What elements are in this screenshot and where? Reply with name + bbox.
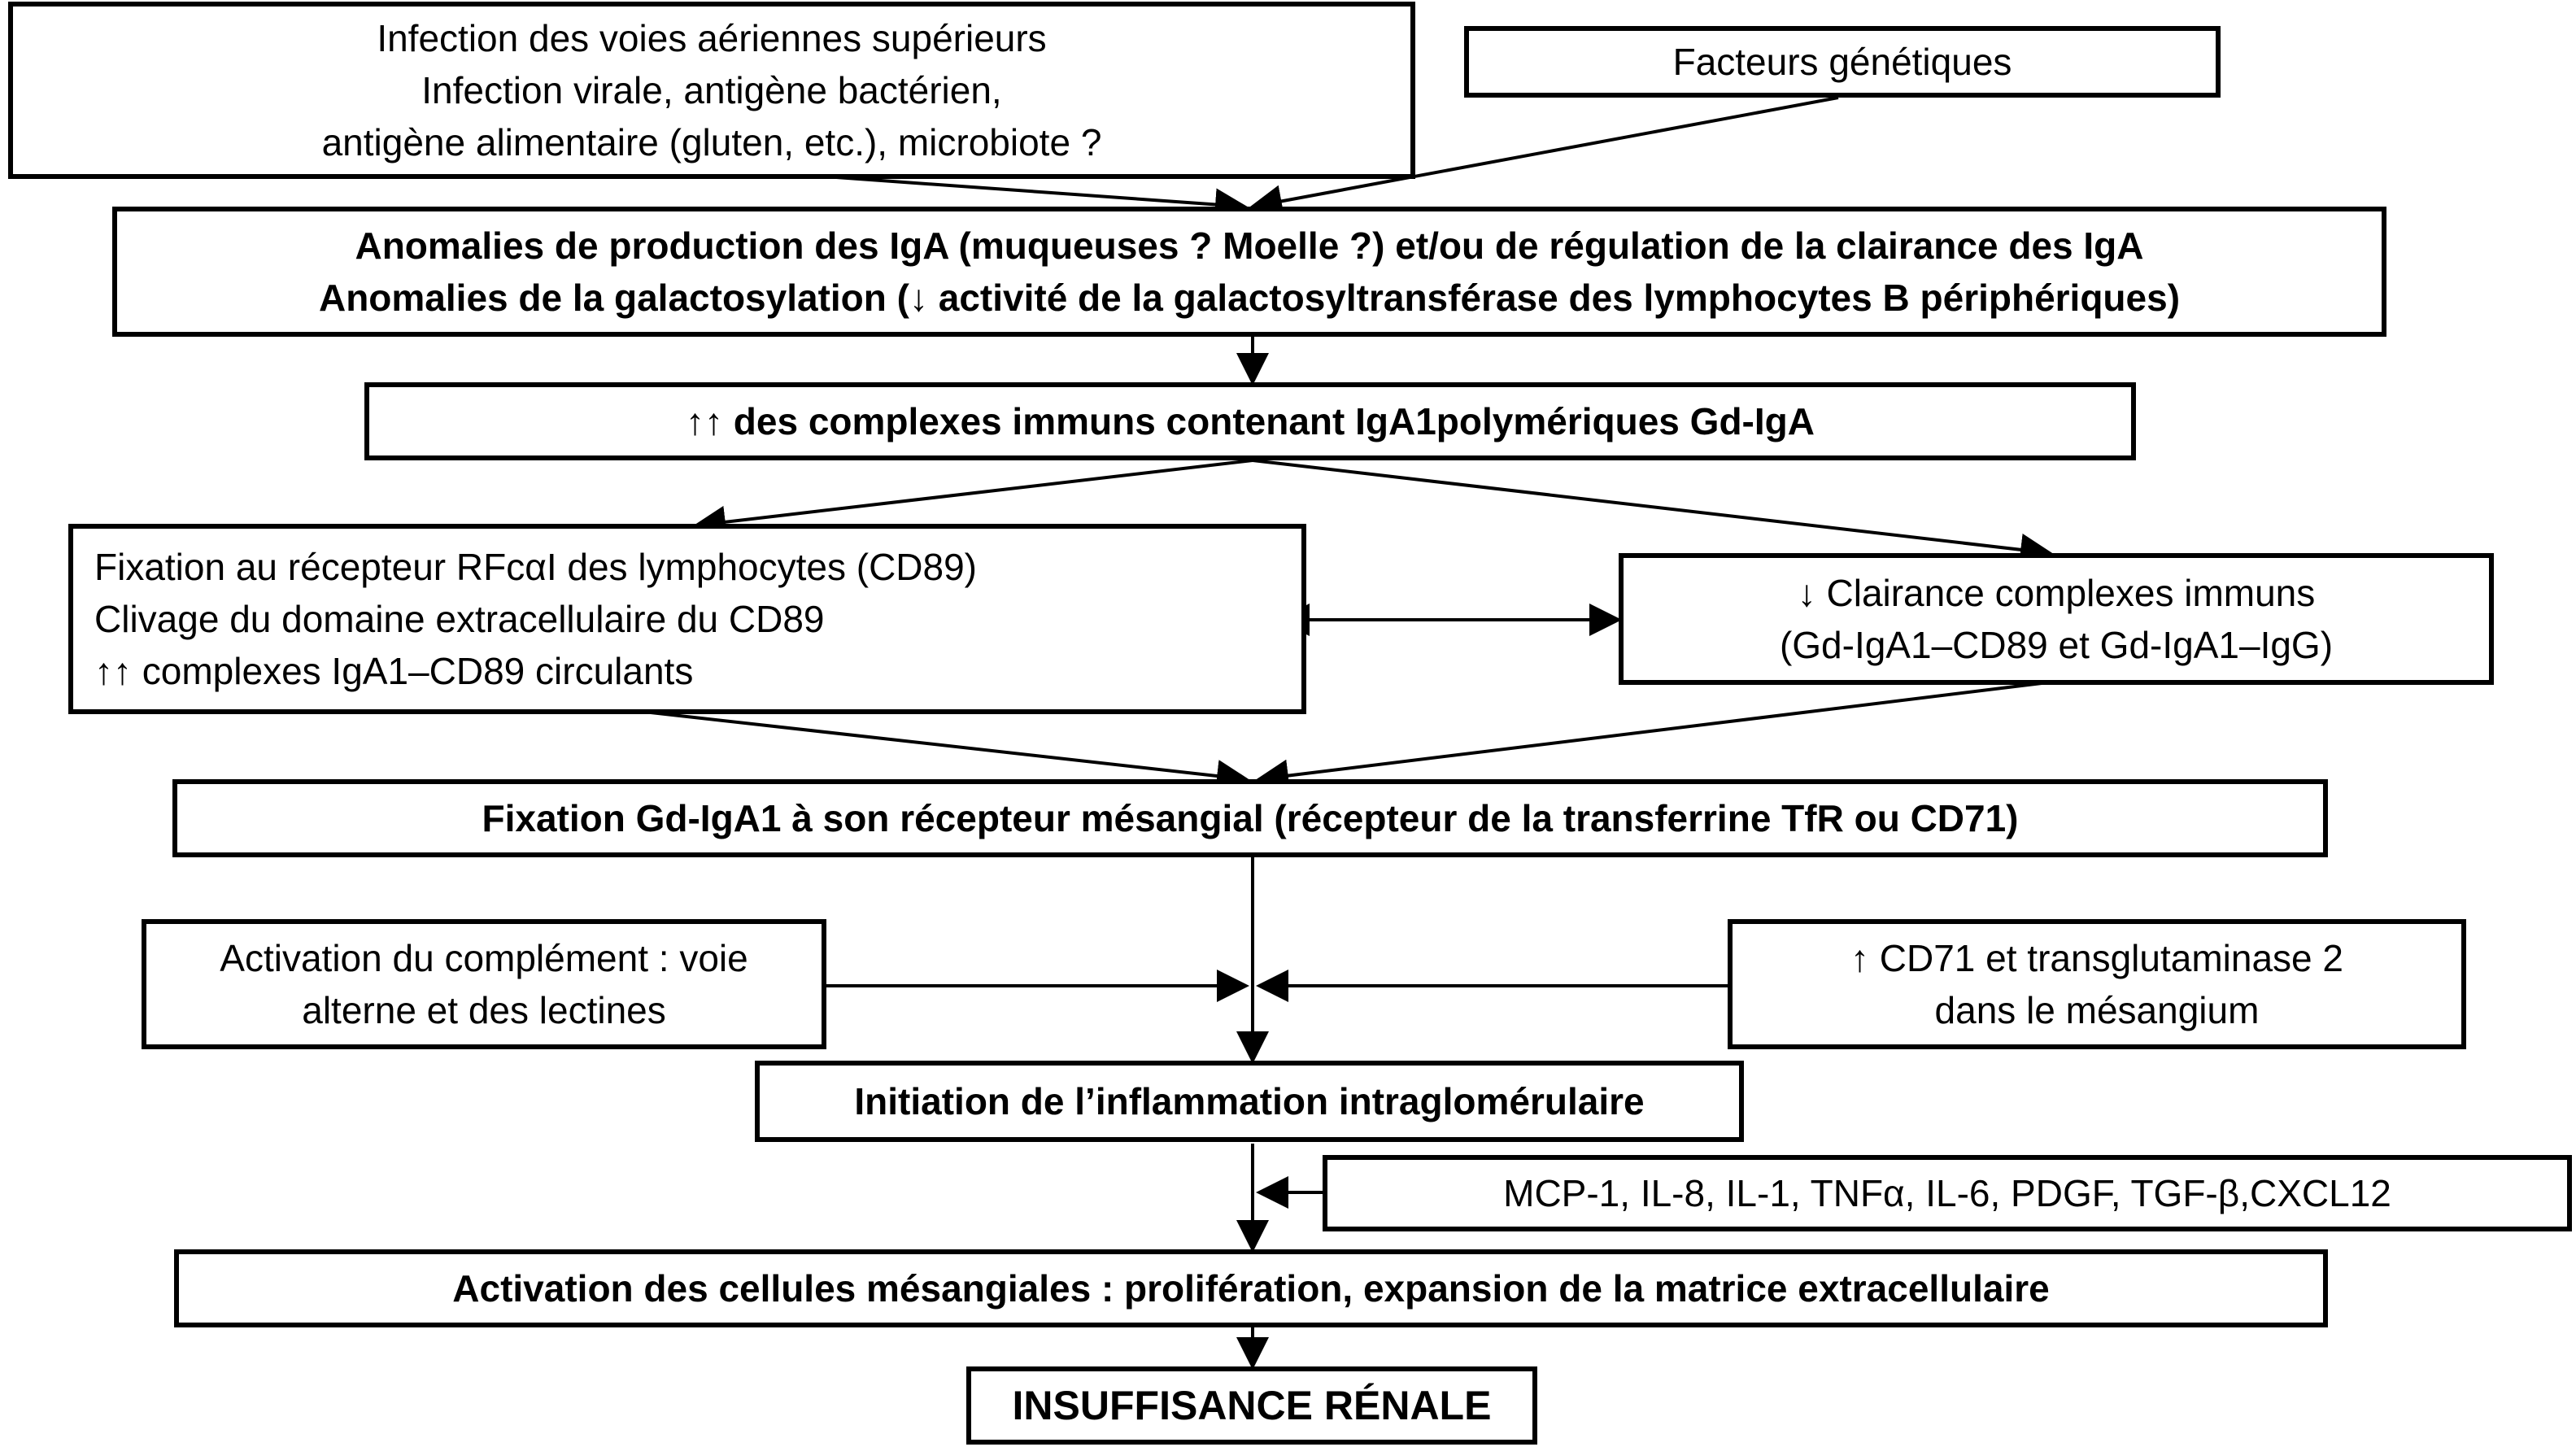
box-text-line: Initiation de l’inflammation intraglomér… xyxy=(854,1080,1645,1122)
clearance-box: ↓ Clairance complexes immuns (Gd-IgA1–CD… xyxy=(1619,553,2494,685)
box-text-line: Infection des voies aériennes supérieurs xyxy=(377,17,1047,59)
box-text-line: Fixation Gd-IgA1 à son récepteur mésangi… xyxy=(482,797,2019,839)
fixation-receptor-box: Fixation au récepteur RFcαI des lymphocy… xyxy=(68,524,1306,714)
cytokines-box: MCP-1, IL-8, IL-1, TNFα, IL-6, PDGF, TGF… xyxy=(1323,1155,2572,1231)
box-text-line: ↑↑ des complexes immuns contenant IgA1po… xyxy=(686,400,1815,442)
box-text-line: antigène alimentaire (gluten, etc.), mic… xyxy=(321,121,1102,163)
box-text-line: ↑↑ complexes IgA1–CD89 circulants xyxy=(94,650,694,692)
box-text-line: Anomalies de production des IgA (muqueus… xyxy=(355,224,2144,267)
arrow-fixation-to-mesangial xyxy=(650,711,1249,792)
box-text-line: ↑ CD71 et transglutaminase 2 xyxy=(1850,937,2343,979)
infection-box: Infection des voies aériennes supérieurs… xyxy=(8,2,1415,179)
arrow-clearance-to-mesangial xyxy=(1256,682,2042,792)
box-text-line: MCP-1, IL-8, IL-1, TNFα, IL-6, PDGF, TGF… xyxy=(1503,1172,2391,1214)
box-text-line: Activation des cellules mésangiales : pr… xyxy=(452,1267,2050,1310)
box-text-line: Infection virale, antigène bactérien, xyxy=(421,69,1002,111)
immune-complexes-box: ↑↑ des complexes immuns contenant IgA1po… xyxy=(364,382,2136,460)
box-text-line: Anomalies de la galactosylation (↓ activ… xyxy=(318,277,2181,319)
arrow-genetics-to-anomalies xyxy=(1249,96,1839,218)
box-text-line: Clivage du domaine extracellulaire du CD… xyxy=(94,598,825,640)
complement-box: Activation du complément : voie alterne … xyxy=(142,919,826,1049)
inflammation-box: Initiation de l’inflammation intraglomér… xyxy=(755,1061,1744,1142)
box-text-line: Fixation au récepteur RFcαI des lymphocy… xyxy=(94,546,977,588)
box-text-line: INSUFFISANCE RÉNALE xyxy=(1012,1383,1492,1428)
arrow-complexes-to-clearance xyxy=(1252,459,2053,566)
box-text-line: alterne et des lectines xyxy=(302,989,666,1031)
box-text-line: Activation du complément : voie xyxy=(220,937,748,979)
mesangial-fixation-box: Fixation Gd-IgA1 à son récepteur mésangi… xyxy=(172,779,2328,857)
box-text-line: Facteurs génétiques xyxy=(1672,41,2012,83)
box-text-line: ↓ Clairance complexes immuns xyxy=(1797,572,2316,614)
box-text-line: (Gd-IgA1–CD89 et Gd-IgA1–IgG) xyxy=(1779,624,2334,666)
renal-failure-box: INSUFFISANCE RÉNALE xyxy=(966,1366,1537,1445)
cd71-box: ↑ CD71 et transglutaminase 2 dans le més… xyxy=(1728,919,2466,1049)
anomalies-box: Anomalies de production des IgA (muqueus… xyxy=(112,207,2386,337)
arrow-infection-to-anomalies xyxy=(813,174,1248,221)
box-text-line: dans le mésangium xyxy=(1934,989,2260,1031)
arrow-complexes-to-fixation xyxy=(693,459,1253,538)
genetics-box: Facteurs génétiques xyxy=(1464,26,2221,98)
mesangial-activation-box: Activation des cellules mésangiales : pr… xyxy=(174,1249,2328,1327)
